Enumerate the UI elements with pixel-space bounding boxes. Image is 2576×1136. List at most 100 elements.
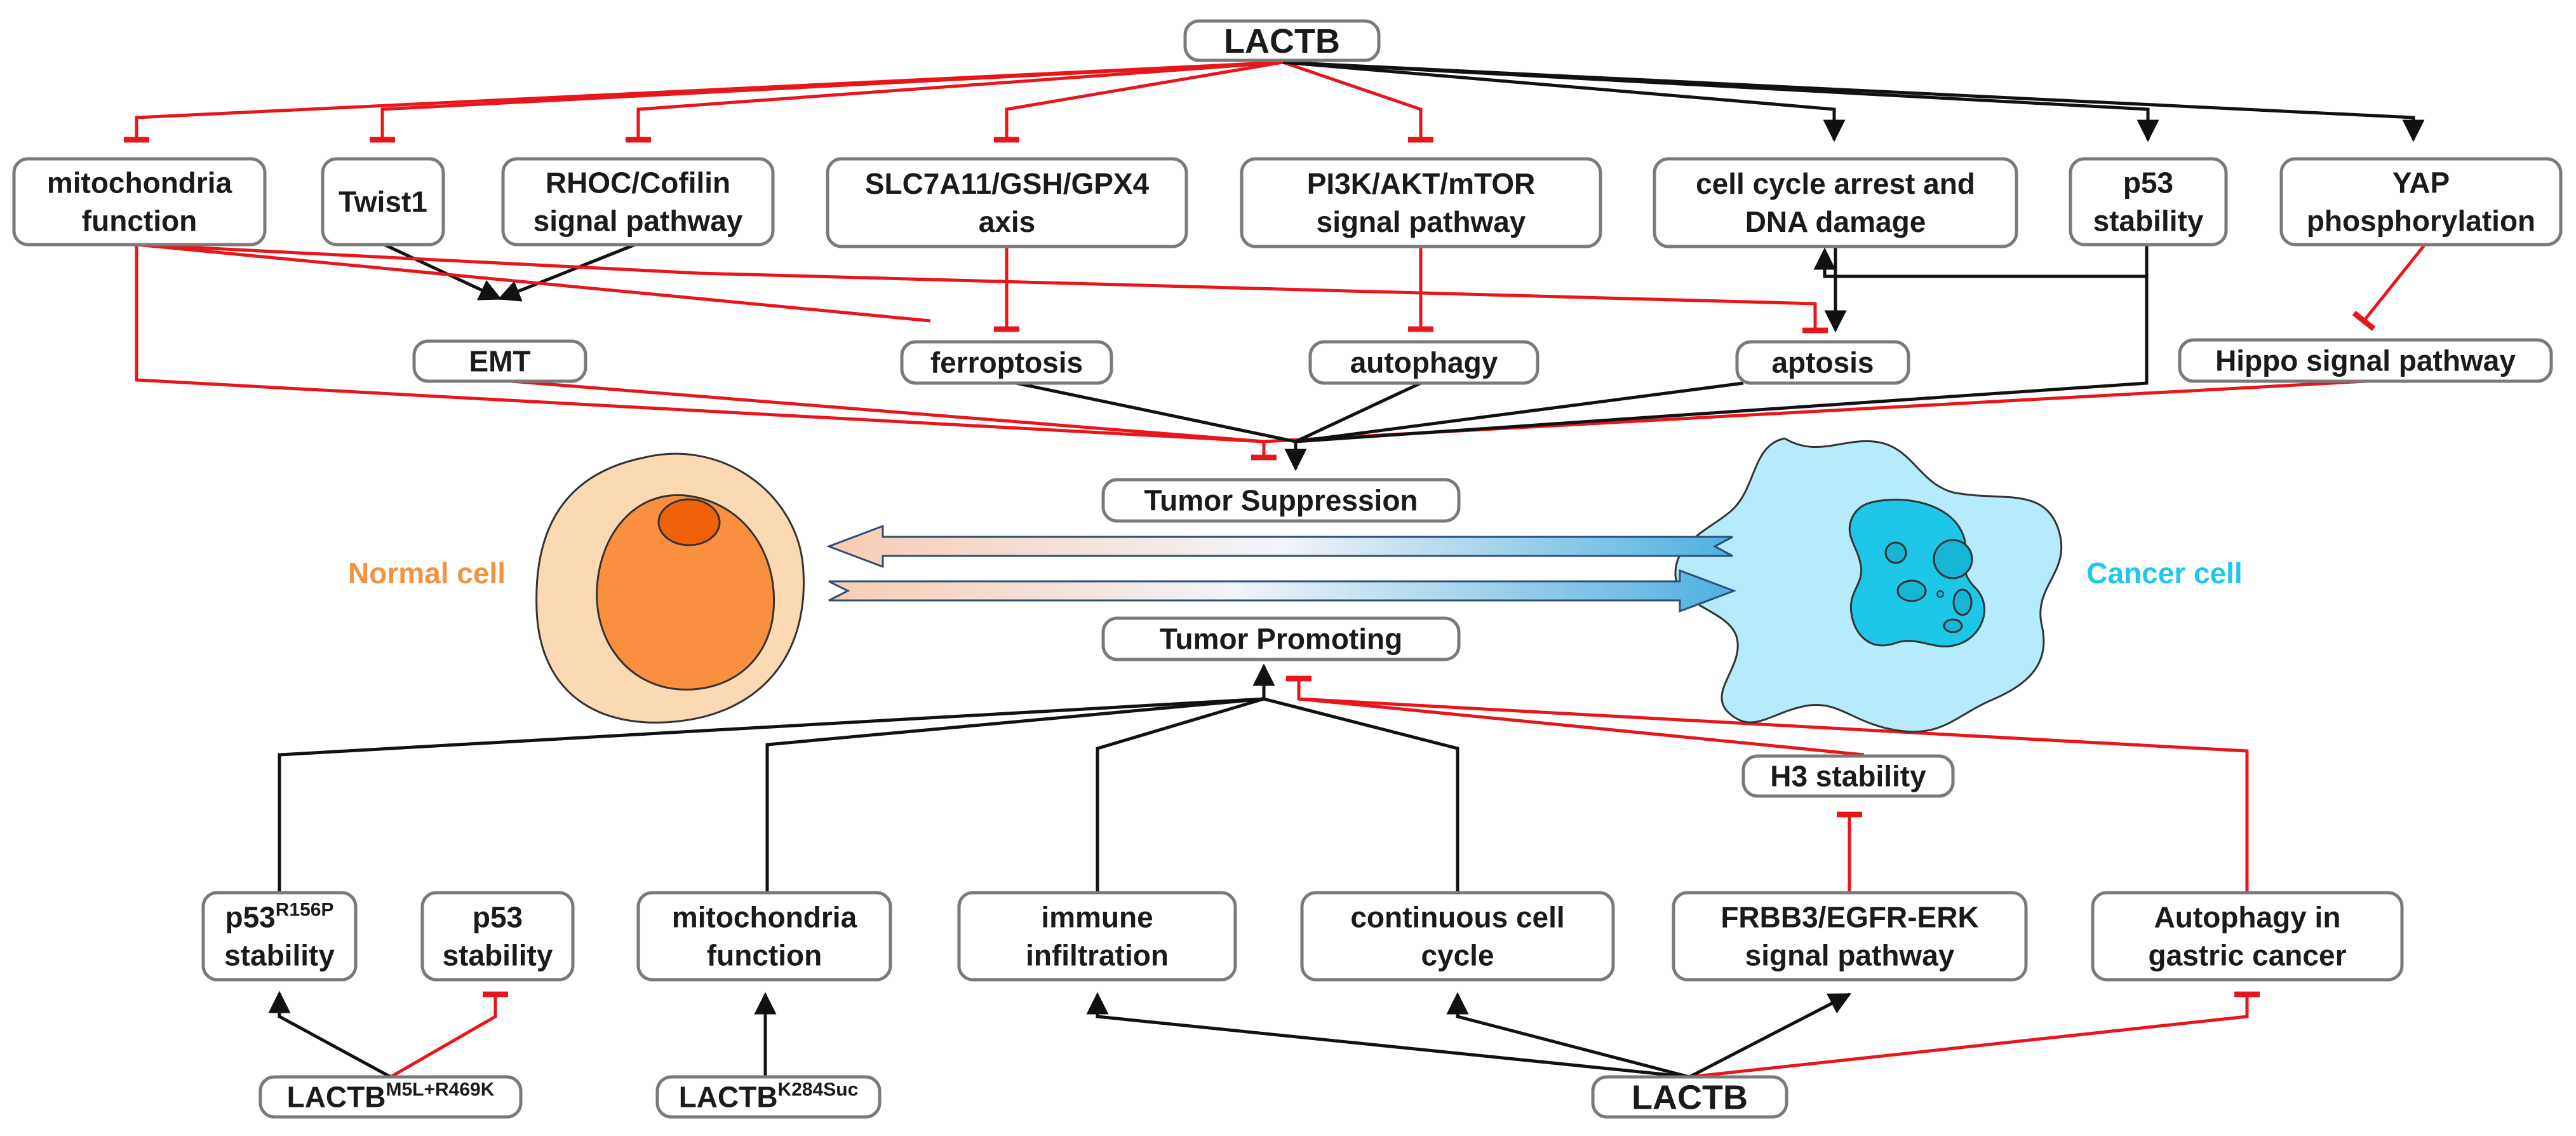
- p53-stability-bottom-box: [420, 891, 575, 982]
- cell-cycle-arrest-box: [1653, 157, 2018, 248]
- autophagy-box: [1308, 340, 1540, 385]
- lactb-bottom-box: [1591, 1075, 1788, 1119]
- p53-r156p-stability: p53R156P stability: [201, 891, 358, 982]
- lactb-k284suc: LACTBK284Suc: [655, 1075, 882, 1119]
- autophagy-gastric-cancer-label-1: Autophagy in: [2154, 901, 2341, 934]
- edge-m5l-p53r156p: [268, 991, 392, 1079]
- emt-label: EMT: [469, 345, 530, 378]
- yap-phosphorylation-box: [2279, 157, 2563, 247]
- mito-function-bottom-label-2: function: [707, 939, 822, 972]
- frbb3-egfr-erk-label-1: FRBB3/EGFR-ERK: [1721, 901, 1978, 934]
- twist1-label: Twist1: [339, 186, 427, 219]
- frbb3-egfr-erk: FRBB3/EGFR-ERK signal pathway: [1672, 891, 2028, 982]
- aptosis-box: [1735, 340, 1910, 385]
- slc7a11-axis: SLC7A11/GSH/GPX4 axis: [826, 157, 1188, 248]
- lactb-bottom-label: LACTB: [1632, 1078, 1748, 1116]
- hippo-signal-pathway-box: [2178, 338, 2553, 383]
- p53-stability-top-label-1: p53: [2123, 166, 2173, 199]
- pi3k-akt-mtor-box: [1240, 157, 1602, 248]
- inhibit-edge-pi3k: [1282, 60, 1433, 143]
- yap-phosphorylation-label-1: YAP: [2392, 166, 2450, 199]
- ferroptosis: ferroptosis: [900, 340, 1113, 385]
- edge-twist1-emt: [383, 243, 502, 301]
- autophagy-gastric-cancer-label-2: gastric cancer: [2149, 939, 2347, 972]
- yap-phosphorylation: YAP phosphorylation: [2279, 157, 2563, 247]
- cell-cycle-arrest-label-1: cell cycle arrest and: [1696, 167, 1975, 200]
- mito-function-top-box: [12, 157, 267, 247]
- slc7a11-axis-label-2: axis: [979, 205, 1036, 238]
- autophagy-gastric-cancer-box: [2091, 891, 2404, 982]
- immune-infiltration-label-2: infiltration: [1026, 939, 1169, 972]
- tumor-promoting-box: [1101, 616, 1461, 661]
- p53-stability-top-box: [2069, 157, 2228, 247]
- lactb-m5l-r469k-label-1: LACTBM5L+R469K: [287, 1079, 495, 1114]
- continuous-cell-cycle-label-2: cycle: [1421, 939, 1494, 972]
- p53-r156p-stability-label-1: p53R156P: [225, 900, 334, 934]
- emt: EMT: [412, 339, 587, 383]
- inhibit-edge-rhoc: [626, 60, 1284, 143]
- edge-h3-promoting: [1298, 697, 1865, 757]
- edge-mito-ferroptosis: [136, 243, 931, 323]
- autophagy: autophagy: [1308, 340, 1540, 385]
- lactb-m5l-r469k-box: [258, 1075, 523, 1119]
- h3-stability-box: [1741, 754, 1955, 798]
- twist1: Twist1: [321, 157, 445, 247]
- lactb-top-label: LACTB: [1224, 22, 1340, 60]
- frbb3-egfr-erk-label-2: signal pathway: [1745, 939, 1955, 972]
- lactb-top: LACTB: [1183, 19, 1381, 62]
- lactb-top-box: [1183, 19, 1381, 62]
- edge-mito-suppression: [135, 245, 1277, 461]
- edge-autophagygc-promoting: [1286, 675, 2249, 893]
- mito-function-bottom-box: [636, 891, 892, 982]
- rhoc-cofilin-box: [501, 157, 775, 247]
- edge-mito-aptosis: [136, 243, 1828, 334]
- edge-immune-promoting: [1096, 697, 1265, 893]
- mito-function-top-label-2: function: [82, 205, 197, 238]
- slc7a11-axis-box: [826, 157, 1188, 248]
- edge-p53r156p-promoting: [278, 697, 1265, 893]
- mito-function-bottom: mitochondria function: [636, 891, 892, 982]
- bottom-connections: [268, 663, 2260, 1079]
- emt-box: [412, 339, 587, 383]
- frbb3-egfr-erk-box: [1672, 891, 2028, 982]
- immune-infiltration: immune infiltration: [957, 891, 1237, 982]
- p53-r156p-stability-label-2: stability: [224, 939, 335, 972]
- p53-stability-top: p53 stability: [2069, 157, 2228, 247]
- h3-stability-label: H3 stability: [1770, 760, 1926, 793]
- h3-stability: H3 stability: [1741, 754, 1955, 798]
- continuous-cell-cycle-label-1: continuous cell: [1350, 901, 1564, 934]
- mito-function-bottom-label-1: mitochondria: [672, 901, 857, 934]
- inhibit-edge-slc7a11: [994, 60, 1284, 143]
- edge-p53-cellcycle: [1813, 245, 2149, 278]
- lactb-m5l-r469k: LACTBM5L+R469K: [258, 1075, 523, 1119]
- yap-phosphorylation-label-2: phosphorylation: [2307, 205, 2535, 238]
- mito-function-top-label-1: mitochondria: [47, 166, 232, 199]
- cell-cycle-arrest-label-2: DNA damage: [1745, 205, 1926, 238]
- p53-stability-top-label-2: stability: [2093, 205, 2204, 238]
- autophagy-label: autophagy: [1350, 346, 1498, 379]
- arrow-normal-to-cancer: [828, 569, 1737, 613]
- autophagy-gastric-cancer: Autophagy in gastric cancer: [2091, 891, 2404, 982]
- p53-r156p-stability-box: [201, 891, 358, 982]
- mito-function-top: mitochondria function: [12, 157, 267, 247]
- edge-p53-suppression: [1284, 276, 2149, 471]
- edge-continuous-promoting: [1252, 663, 1459, 893]
- edge-emt-suppression: [511, 379, 1265, 443]
- activate-edge-cellcycle: [1282, 60, 1846, 142]
- immune-infiltration-label-1: immune: [1041, 901, 1153, 934]
- pi3k-akt-mtor-label-2: signal pathway: [1317, 205, 1526, 238]
- lactb-k284suc-box: [655, 1075, 882, 1119]
- edge-aptosis-suppression: [1295, 381, 1744, 443]
- rhoc-cofilin-label-1: RHOC/Cofilin: [546, 166, 730, 199]
- top-connections: [124, 60, 2426, 471]
- edge-autophagy-suppression: [1294, 381, 1422, 443]
- slc7a11-axis-label-1: SLC7A11/GSH/GPX4: [865, 167, 1150, 200]
- edge-yap-hippo: [2352, 243, 2426, 331]
- p53-stability-bottom-label-2: stability: [443, 939, 553, 972]
- edge-lactb-immune: [1086, 992, 1690, 1079]
- edge-m5l-p53: [389, 991, 508, 1079]
